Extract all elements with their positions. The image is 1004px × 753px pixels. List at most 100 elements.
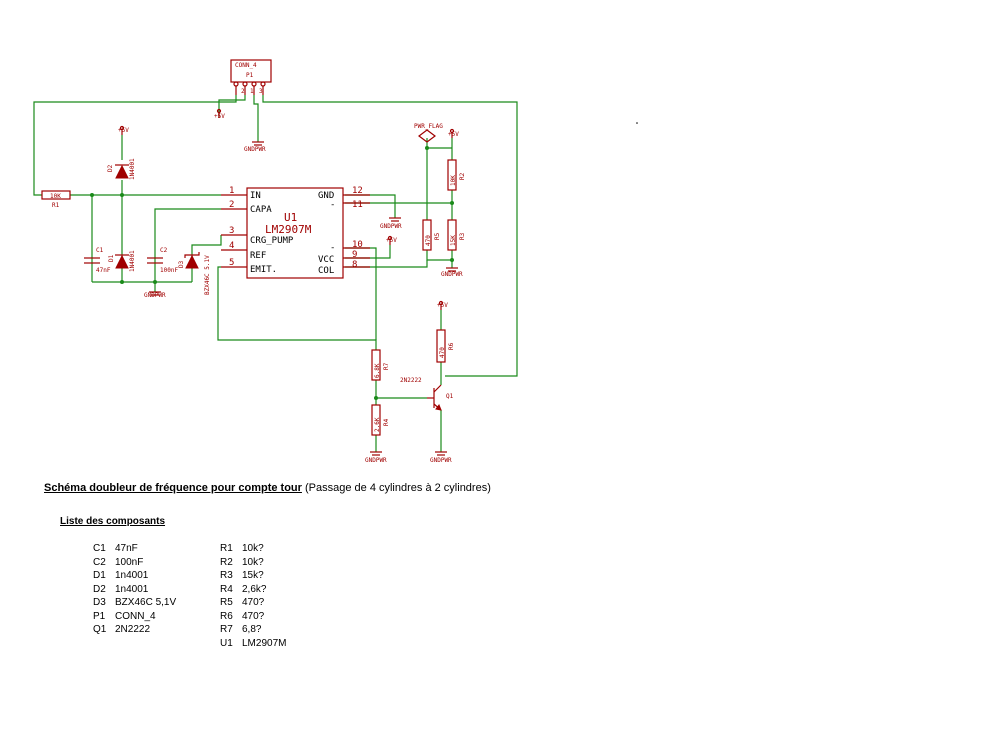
resistor-r6: 470 R6 — [436, 329, 455, 363]
vcc-symbol: +5V — [118, 125, 129, 135]
pwr-flag-label: PWR_FLAG — [414, 123, 443, 130]
r5-ref: R5 — [434, 232, 441, 240]
vcc-label: +5V — [214, 113, 225, 120]
gnd-symbol: GNDPWR — [380, 217, 402, 230]
caption-title: Schéma doubleur de fréquence pour compte… — [44, 482, 302, 494]
pin-name: VCC — [318, 255, 334, 265]
gnd-symbol: GNDPWR — [144, 291, 166, 299]
d2-value: 1N4001 — [129, 158, 136, 180]
r1-value: 10K — [50, 193, 61, 200]
r3-ref: R3 — [459, 232, 466, 240]
pin-name: IN — [250, 191, 261, 201]
pin-name: COL — [318, 266, 334, 276]
pin-number: 4 — [229, 241, 234, 251]
pin-number: 12 — [352, 186, 363, 196]
pin-number: 8 — [352, 260, 357, 270]
ic-u1: 1 2 3 4 5 IN CAPA CRG_PUMP REF EMIT. 12 … — [221, 186, 370, 279]
resistor-r5: 470 R5 — [422, 219, 441, 251]
r6-value: 470 — [439, 347, 446, 358]
r6-ref: R6 — [448, 342, 455, 350]
q1-ref: Q1 — [446, 393, 454, 400]
gnd-label: GNDPWR — [244, 146, 266, 153]
connector-p1: CONN_4 P1 2 1 3 — [230, 59, 272, 95]
resistor-r4: 2.6K R4 — [371, 404, 390, 436]
c2-ref: C2 — [160, 247, 168, 254]
d2-ref: D2 — [107, 164, 114, 172]
gnd-label: GNDPWR — [441, 271, 463, 278]
resistor-r7: 6.8K R7 — [371, 349, 390, 381]
gnd-label: GNDPWR — [430, 457, 452, 464]
connector-pin-label: 1 — [250, 88, 254, 95]
gnd-symbol: GNDPWR — [244, 141, 266, 153]
ic-value: LM2907M — [265, 223, 312, 236]
pin-number: 2 — [229, 200, 234, 210]
r5-value: 470 — [425, 235, 432, 246]
resistor-r3: 15K R3 — [447, 219, 466, 251]
gnd-label: GNDPWR — [380, 223, 402, 230]
capacitor-c2: C2 100nF — [147, 247, 178, 274]
pin-number: 1 — [229, 186, 234, 196]
pin-number: 9 — [352, 250, 357, 260]
connector-pin-label: 3 — [259, 88, 263, 95]
connector-pin-label: 2 — [241, 88, 245, 95]
d3-ref: D3 — [178, 260, 185, 268]
schematic-diagram: CONN_4 P1 2 1 3 — [33, 59, 638, 464]
diode-d2: D2 1N4001 — [107, 158, 136, 180]
vcc-label: +5V — [448, 131, 459, 138]
pin-name: CRG_PUMP — [250, 236, 294, 246]
vcc-label: +5V — [118, 127, 129, 134]
r1-ref: R1 — [52, 202, 60, 209]
schematic-caption: Schéma doubleur de fréquence pour compte… — [44, 482, 491, 494]
zener-d3: D3 BZX46C 5.1V — [178, 252, 211, 295]
pin-number: 5 — [229, 258, 234, 268]
c2-value: 100nF — [160, 267, 178, 274]
diode-d1: D1 1N4001 — [108, 250, 136, 272]
vcc-symbol: +5V — [214, 108, 225, 120]
resistor-r1: 10K R1 — [41, 190, 71, 209]
vcc-symbol: +5V — [448, 128, 459, 138]
resistor-r2: 10K R2 — [447, 159, 466, 191]
pin-name: REF — [250, 251, 266, 261]
r4-ref: R4 — [383, 418, 390, 426]
connector-value: CONN_4 — [235, 62, 257, 69]
d1-value: 1N4001 — [129, 250, 136, 272]
transistor-q1: 2N2222 Q1 — [400, 377, 454, 411]
r7-ref: R7 — [383, 362, 390, 370]
vcc-label: +5V — [437, 302, 448, 309]
q1-value: 2N2222 — [400, 377, 422, 384]
gnd-symbol: GNDPWR — [365, 451, 387, 464]
ic-ref: U1 — [284, 211, 297, 224]
parts-list-title: Liste des composants — [60, 516, 166, 527]
pin-number: 10 — [352, 240, 363, 250]
pin-number: 11 — [352, 200, 363, 210]
pin-name: EMIT. — [250, 265, 277, 275]
gnd-label: GNDPWR — [365, 457, 387, 464]
d3-value: BZX46C 5.1V — [204, 255, 211, 295]
c1-ref: C1 — [96, 247, 104, 254]
vcc-symbol: +5V — [386, 235, 397, 245]
capacitor-c1: C1 47nF — [84, 247, 111, 274]
d1-ref: D1 — [108, 254, 115, 262]
r4-value: 2.6K — [374, 417, 381, 432]
vcc-label: +5V — [386, 237, 397, 244]
vcc-symbol: +5V — [437, 300, 448, 310]
caption-subtitle: (Passage de 4 cylindres à 2 cylindres) — [305, 482, 491, 494]
pwr-flag: PWR_FLAG — [414, 123, 443, 143]
pin-name: GND — [318, 191, 334, 201]
